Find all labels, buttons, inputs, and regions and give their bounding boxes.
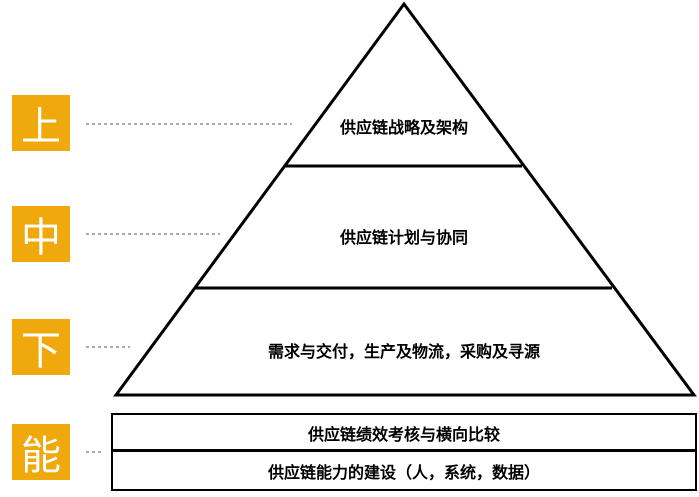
badge-middle-level: 中 (12, 206, 70, 262)
badge-bottom-level: 下 (12, 319, 70, 375)
badge-capability-level: 能 (12, 424, 70, 480)
label-capability-building: 供应链能力的建设（人，系统，数据） (267, 463, 540, 482)
label-demand-production-sourcing: 需求与交付，生产及物流，采购及寻源 (267, 342, 540, 361)
label-strategy-architecture: 供应链战略及架构 (339, 118, 468, 137)
label-performance-benchmarking: 供应链绩效考核与横向比较 (307, 425, 500, 444)
badge-top-level: 上 (12, 95, 70, 151)
capability-box-upper (111, 413, 697, 451)
capability-box-lower (111, 450, 697, 491)
pyramid-outline (113, 1, 697, 397)
label-planning-collaboration: 供应链计划与协同 (339, 228, 468, 247)
